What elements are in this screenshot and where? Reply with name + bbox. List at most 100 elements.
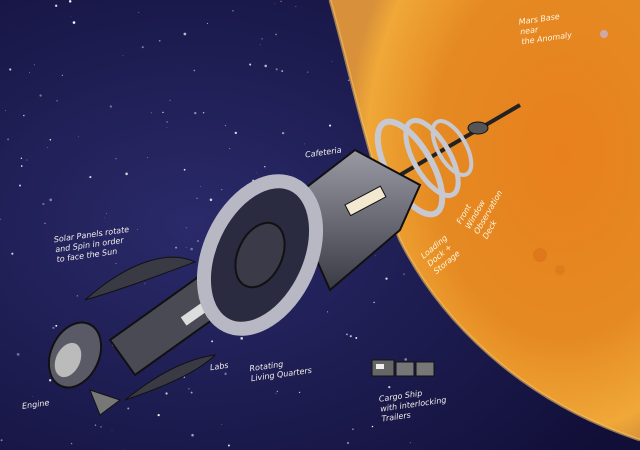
star: [281, 70, 284, 73]
star: [281, 131, 285, 135]
star: [259, 44, 261, 46]
star: [298, 391, 301, 394]
star: [103, 216, 105, 218]
star: [39, 94, 42, 97]
star: [327, 311, 329, 313]
star: [138, 12, 140, 13]
star: [331, 61, 333, 62]
star: [137, 229, 139, 231]
star: [329, 124, 332, 127]
star: [109, 105, 113, 108]
star: [42, 202, 45, 206]
star: [409, 442, 411, 444]
star: [122, 55, 124, 57]
star: [348, 79, 350, 81]
star: [280, 0, 282, 2]
star: [403, 273, 405, 275]
star: [158, 39, 161, 42]
star: [183, 376, 186, 379]
star: [196, 239, 200, 243]
star: [111, 430, 113, 431]
star: [185, 227, 187, 229]
star: [295, 6, 297, 8]
star: [5, 109, 7, 111]
star: [196, 197, 198, 200]
star: [32, 396, 33, 397]
star: [48, 379, 52, 382]
star: [275, 33, 277, 36]
star: [115, 158, 117, 160]
star: [264, 166, 266, 168]
star: [274, 3, 276, 4]
star: [166, 120, 169, 123]
star: [162, 111, 164, 113]
star: [115, 262, 117, 264]
star: [141, 46, 144, 49]
star: [55, 324, 58, 327]
star: [101, 233, 103, 236]
star: [147, 157, 149, 158]
star: [0, 218, 1, 221]
star: [183, 168, 186, 171]
star: [49, 139, 52, 141]
star: [175, 246, 178, 249]
star: [169, 99, 171, 102]
star: [106, 212, 107, 214]
star: [190, 247, 193, 251]
star: [349, 335, 352, 338]
star: [20, 165, 23, 167]
star: [188, 387, 190, 390]
star: [375, 255, 376, 257]
star: [29, 72, 31, 74]
star: [61, 74, 63, 76]
star: [255, 172, 257, 174]
star: [33, 64, 35, 66]
star: [261, 38, 263, 40]
star: [0, 439, 3, 442]
star: [194, 111, 197, 115]
star: [276, 390, 278, 392]
star: [44, 222, 46, 225]
star: [206, 22, 209, 25]
star: [191, 433, 194, 437]
star: [221, 424, 223, 425]
star: [234, 131, 238, 135]
star: [200, 186, 202, 187]
star: [83, 236, 85, 239]
star: [94, 253, 97, 256]
star: [249, 63, 252, 66]
cargo-ship: [371, 359, 435, 377]
star: [77, 136, 79, 138]
star: [224, 372, 227, 376]
star: [355, 337, 358, 339]
star: [56, 99, 58, 102]
star: [70, 442, 73, 445]
star: [185, 246, 187, 248]
star: [125, 172, 128, 176]
star: [100, 426, 102, 428]
star: [346, 441, 350, 445]
star: [385, 277, 388, 280]
star: [46, 147, 48, 149]
star: [72, 21, 76, 24]
star: [304, 143, 305, 145]
star: [11, 252, 14, 255]
star: [22, 114, 25, 117]
star: [20, 157, 23, 159]
star: [7, 138, 10, 141]
star: [18, 184, 22, 187]
star: [275, 68, 278, 71]
star: [227, 444, 230, 447]
spaceship: [47, 103, 522, 416]
star: [76, 295, 78, 297]
star: [275, 392, 277, 394]
star: [224, 124, 227, 127]
star: [89, 176, 92, 179]
star: [144, 283, 146, 285]
star: [165, 392, 168, 395]
star: [193, 69, 196, 72]
star: [404, 358, 408, 361]
star: [9, 68, 12, 71]
